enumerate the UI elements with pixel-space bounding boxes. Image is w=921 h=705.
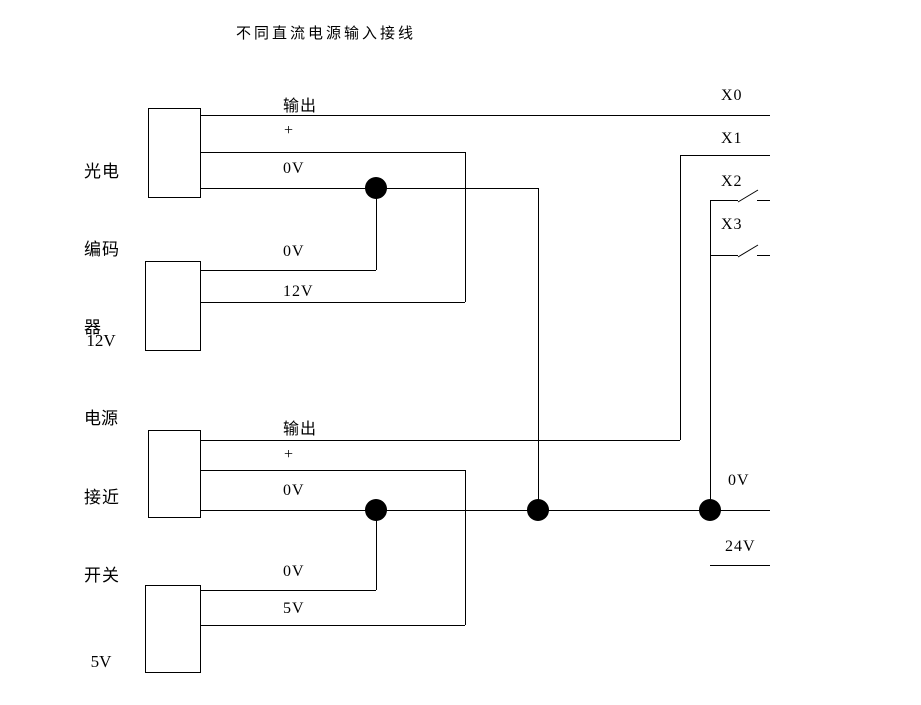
junction-dot-encoder-0v — [365, 177, 387, 199]
junction-dot-bus-mid — [527, 499, 549, 521]
wire-label-encoder-output: 输出 — [283, 98, 318, 115]
encoder-box — [148, 108, 201, 198]
terminal-label-x2: X2 — [721, 173, 743, 190]
device-label-line: 12V — [86, 331, 116, 350]
proximity-box — [148, 430, 201, 518]
device-label-proximity: 接近 开关 — [84, 433, 120, 641]
supply12v-box — [145, 261, 201, 351]
device-label-line: 光电 — [84, 162, 120, 181]
wire-label-supply12v-0v: 0V — [283, 243, 305, 260]
junction-dot-bus-right — [699, 499, 721, 521]
device-label-supply12v: 12V 电源 — [82, 276, 120, 484]
switch-x3-contact — [737, 244, 759, 258]
supply5v-box — [145, 585, 201, 673]
junction-dot-bus-left — [365, 499, 387, 521]
terminal-label-common-0v: 0V — [728, 472, 750, 489]
device-label-line: 接近 — [84, 488, 120, 507]
device-label-encoder: 光电 编码 器 — [84, 107, 120, 393]
device-label-line: 5V — [90, 652, 112, 671]
device-label-supply5v: 5V 电源 — [82, 597, 120, 705]
terminal-label-x1: X1 — [721, 130, 743, 147]
wire-label-supply12v-12v: 12V — [283, 283, 314, 300]
terminal-label-x3: X3 — [721, 216, 743, 233]
wire-label-supply5v-0v: 0V — [283, 563, 305, 580]
wire-label-supply5v-5v: 5V — [283, 600, 305, 617]
wire-label-proximity-output: 输出 — [283, 421, 318, 438]
switch-x2-contact — [737, 189, 759, 203]
device-label-line: 编码 — [84, 240, 120, 259]
device-label-line: 器 — [84, 318, 102, 337]
wire-label-encoder-plus: + — [284, 122, 295, 139]
device-label-line: 开关 — [84, 566, 120, 585]
wire-label-encoder-0v: 0V — [283, 160, 305, 177]
wire-label-proximity-plus: + — [284, 446, 295, 463]
wire-label-proximity-0v: 0V — [283, 482, 305, 499]
terminal-label-24v: 24V — [725, 538, 756, 555]
terminal-label-x0: X0 — [721, 87, 743, 104]
device-label-line: 电源 — [84, 409, 118, 428]
diagram-title: 不同直流电源输入接线 — [236, 26, 417, 42]
